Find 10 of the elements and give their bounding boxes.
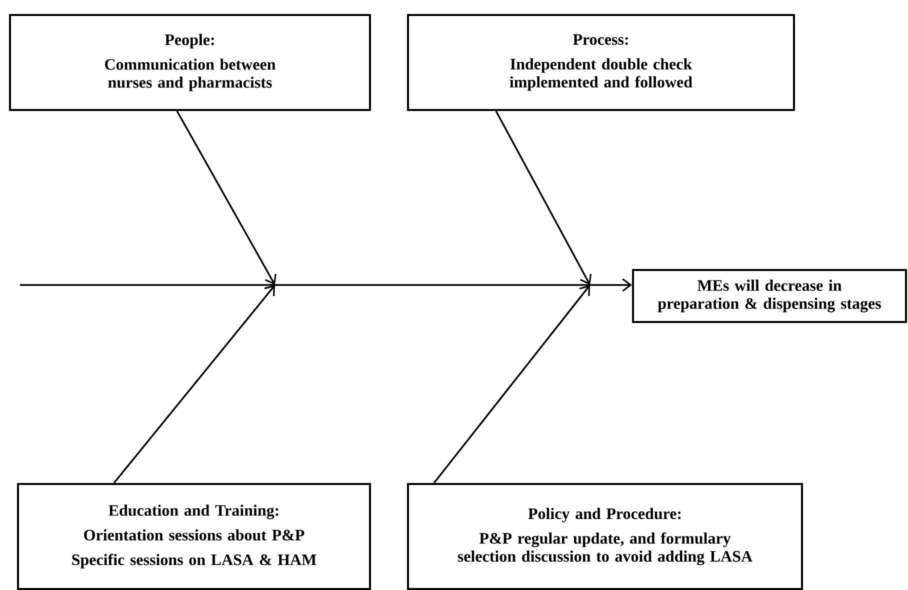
arrow	[20, 278, 632, 292]
arrow	[495, 110, 592, 285]
arrow	[113, 285, 275, 484]
text-box: MEs will decrease in preparation & dispensing stages	[632, 269, 907, 323]
text-box: Education and Training: Orientation sessions about P&P Specific sessions on LASA & HAM	[17, 483, 371, 590]
arrow	[433, 285, 590, 484]
arrow	[176, 110, 276, 285]
text-box: Policy and Procedure: P&P regular update, and formulary selection discussion to avoid adding LASA	[407, 483, 803, 590]
text-box: People: Communication between nurses and pharmacists	[9, 14, 371, 111]
text-box: Process: Independent double check implemented and followed	[407, 14, 795, 111]
